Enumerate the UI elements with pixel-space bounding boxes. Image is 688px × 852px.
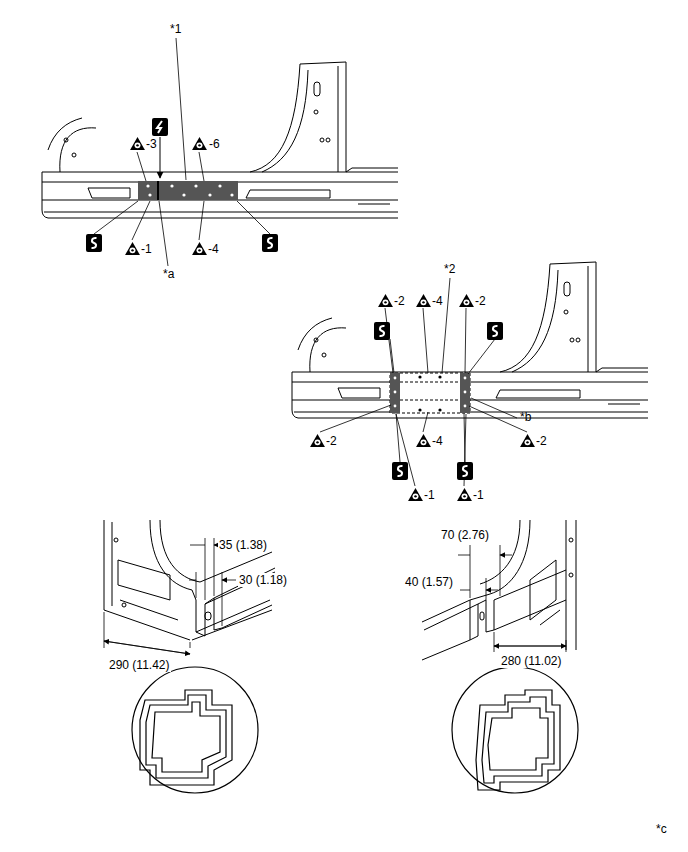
dimension-label: 35 (1.38) bbox=[218, 538, 268, 552]
point-callout: *b bbox=[520, 410, 531, 424]
part-callout: *2 bbox=[444, 262, 455, 276]
weld-count: -1 bbox=[424, 488, 435, 502]
weld-count: -3 bbox=[146, 137, 157, 151]
figure-id: *c bbox=[656, 822, 667, 836]
point-callout: *a bbox=[163, 267, 174, 281]
weld-count: -2 bbox=[536, 434, 547, 448]
weld-count: -2 bbox=[394, 294, 405, 308]
dimension-label: 280 (11.02) bbox=[500, 654, 563, 668]
weld-count: -1 bbox=[141, 242, 152, 256]
weld-count: -4 bbox=[432, 294, 443, 308]
weld-count: -4 bbox=[432, 434, 443, 448]
dimension-label: 290 (11.42) bbox=[108, 658, 171, 672]
weld-count: -4 bbox=[208, 242, 219, 256]
weld-count: -6 bbox=[209, 137, 220, 151]
part-callout: *1 bbox=[170, 22, 181, 36]
weld-count: -1 bbox=[473, 488, 484, 502]
weld-count: -2 bbox=[326, 434, 337, 448]
dimension-label: 40 (1.57) bbox=[404, 575, 454, 589]
dimension-label: 70 (2.76) bbox=[440, 528, 490, 542]
dimension-label: 30 (1.18) bbox=[238, 573, 288, 587]
weld-count: -2 bbox=[475, 294, 486, 308]
